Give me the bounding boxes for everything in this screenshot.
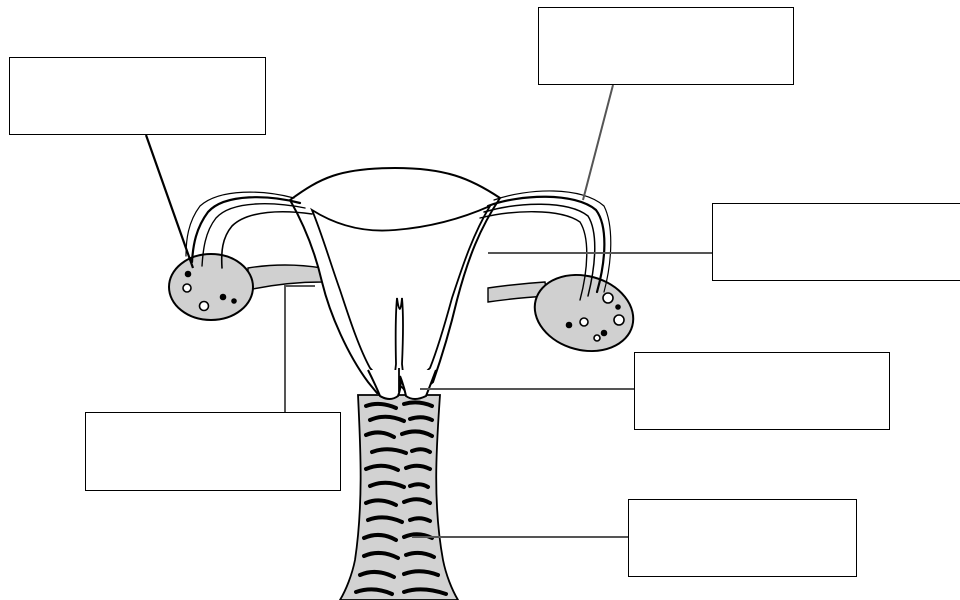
leader-line-5 (285, 286, 315, 412)
vagina-body (340, 395, 458, 600)
label-box-cervix[interactable] (634, 352, 890, 430)
label-box-fallopian-tube[interactable] (538, 7, 794, 85)
uterus (290, 168, 500, 399)
label-box-vagina[interactable] (628, 499, 857, 577)
vagina (340, 395, 458, 600)
left-ovary (169, 254, 253, 320)
leader-line-1 (146, 135, 193, 268)
label-box-ovarian-ligament[interactable] (85, 412, 341, 491)
right-ovary-group (488, 264, 642, 361)
label-box-uterus[interactable] (712, 203, 960, 281)
leader-line-2 (583, 85, 613, 200)
label-box-ovary[interactable] (9, 57, 266, 135)
